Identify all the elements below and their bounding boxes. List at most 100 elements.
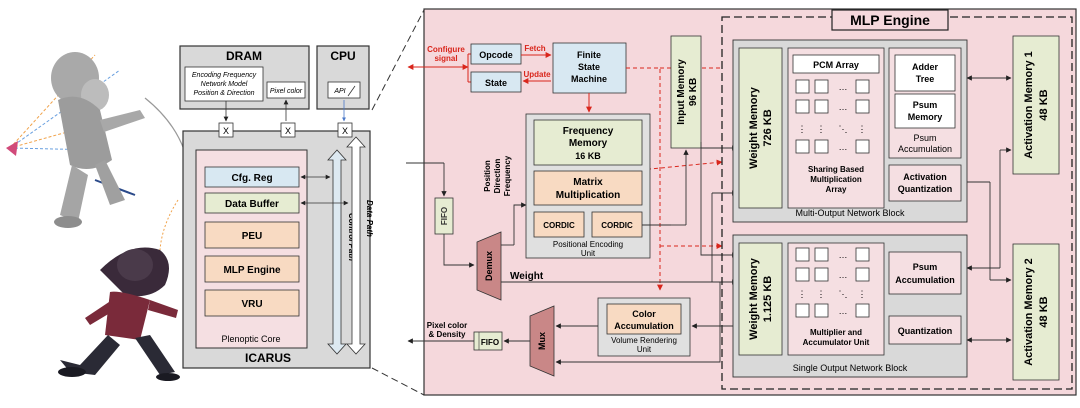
mac-label-1: Multiplier and bbox=[810, 328, 862, 337]
color-acc-label-1: Color bbox=[632, 309, 656, 319]
pixel-out-label-1: Pixel color bbox=[427, 321, 467, 330]
act-mem1-label-2: 48 KB bbox=[1038, 89, 1050, 120]
pcm-array-box bbox=[792, 54, 880, 74]
frequency-memory-label-1: Frequency bbox=[563, 126, 614, 137]
peu-title-2: Unit bbox=[581, 249, 596, 258]
act-quant-label-1: Activation bbox=[903, 172, 947, 182]
configure-label-1: Configure bbox=[427, 45, 465, 54]
act-mem1-label-1: Activation Memory 1 bbox=[1023, 51, 1035, 159]
state-block bbox=[470, 71, 522, 93]
fsm-block bbox=[552, 42, 627, 94]
runner-illustration bbox=[58, 247, 180, 381]
peu-label: PEU bbox=[242, 231, 263, 242]
mac-dots-h1: … bbox=[839, 250, 848, 260]
control-path-arrow bbox=[327, 149, 347, 355]
input-memory-block bbox=[670, 35, 702, 149]
peu-block bbox=[204, 221, 300, 249]
dir-label: Direction bbox=[493, 159, 502, 194]
cfg-reg-label: Cfg. Reg bbox=[231, 173, 272, 184]
update-label: Update bbox=[523, 70, 551, 79]
matrix-label-1: Matrix bbox=[573, 177, 603, 188]
api-box bbox=[327, 81, 361, 99]
mac-label-2: Accumulator Unit bbox=[803, 338, 870, 347]
vru-label: VRU bbox=[241, 299, 262, 310]
vru-title-2: Unit bbox=[637, 345, 652, 354]
quantization-label: Quantization bbox=[898, 326, 953, 336]
sharing-array-block bbox=[787, 47, 885, 209]
cordic-block-1 bbox=[533, 211, 585, 238]
psum-acc1-label-2: Accumulation bbox=[898, 144, 952, 154]
weight-memory-2-label-2: 1.125 KB bbox=[762, 276, 774, 323]
act-mem2-label-1: Activation Memory 2 bbox=[1023, 258, 1035, 366]
cordic-block-2 bbox=[591, 211, 643, 238]
data-buffer-block bbox=[204, 192, 300, 214]
freq-label: Frequency bbox=[503, 155, 512, 196]
frequency-memory-label-3: 16 KB bbox=[575, 151, 601, 161]
weight-label: Weight bbox=[510, 271, 544, 282]
pcm-dots-h2: … bbox=[839, 102, 848, 112]
cfg-reg-block bbox=[204, 166, 300, 188]
configure-label-2: signal bbox=[434, 54, 457, 63]
adder-tree-box bbox=[894, 54, 956, 92]
mac-dots-d: ⋱ bbox=[839, 289, 848, 299]
dram-storage-line2: Network Model bbox=[201, 81, 248, 88]
psum-memory-label-1: Psum bbox=[913, 100, 938, 110]
act-quant-label-2: Quantization bbox=[898, 184, 953, 194]
psum-acc2-label-1: Psum bbox=[913, 262, 938, 272]
dram-storage-box bbox=[184, 66, 264, 102]
weight-memory-2-label-1: Weight Memory bbox=[748, 257, 760, 340]
pcm-dots-v2: ⋮ bbox=[817, 124, 826, 134]
dram-interface-x2 bbox=[280, 122, 296, 138]
frequency-memory-label-2: Memory bbox=[569, 138, 608, 149]
dram-title: DRAM bbox=[226, 49, 262, 63]
psum-memory-label-2: Memory bbox=[908, 112, 943, 122]
mac-grid bbox=[795, 247, 870, 318]
cpu-title: CPU bbox=[330, 49, 355, 63]
x-mark-2: X bbox=[285, 126, 291, 136]
sharing-label-3: Array bbox=[826, 185, 847, 194]
vru-block bbox=[204, 289, 300, 317]
mac-dots-v1: ⋮ bbox=[798, 289, 807, 299]
opcode-label: Opcode bbox=[479, 50, 513, 60]
mlp-engine-title: MLP Engine bbox=[850, 12, 930, 28]
fsm-label-2: State bbox=[578, 62, 600, 72]
pcm-dots-h3: … bbox=[839, 142, 848, 152]
psum-acc2-label-2: Accumulation bbox=[895, 275, 955, 285]
dram-storage-line3: Position & Direction bbox=[193, 90, 254, 97]
mac-dots-h3: … bbox=[839, 306, 848, 316]
psum-memory-box bbox=[894, 93, 956, 129]
peu-title-1: Positional Encoding bbox=[553, 240, 623, 249]
color-accumulation-block bbox=[606, 303, 682, 335]
pcm-array-grid bbox=[795, 79, 870, 154]
activation-memory-1 bbox=[1012, 35, 1060, 175]
sharing-label-1: Sharing Based bbox=[808, 165, 864, 174]
fetch-label: Fetch bbox=[524, 44, 545, 53]
vru-title-1: Volume Rendering bbox=[611, 336, 677, 345]
api-label: API bbox=[333, 88, 345, 95]
mux bbox=[529, 305, 555, 377]
dram-interface-x1 bbox=[218, 122, 234, 138]
frequency-memory-block bbox=[533, 119, 643, 166]
fsm-label-3: Machine bbox=[571, 74, 607, 84]
quantization-block bbox=[888, 315, 962, 345]
x-mark-1: X bbox=[223, 126, 229, 136]
fsm-label-1: Finite bbox=[577, 50, 601, 60]
demux bbox=[476, 231, 502, 301]
opcode-block bbox=[470, 43, 522, 65]
matrix-label-2: Multiplication bbox=[556, 190, 620, 201]
cpu-block bbox=[316, 45, 370, 110]
pixel-color-box bbox=[266, 81, 306, 99]
state-label: State bbox=[485, 78, 507, 88]
pcm-dots-d: ⋱ bbox=[839, 124, 848, 134]
pixel-color-label: Pixel color bbox=[270, 88, 303, 95]
weight-memory-1 bbox=[738, 47, 783, 209]
data-buffer-label: Data Buffer bbox=[225, 199, 279, 210]
weight-memory-2 bbox=[738, 242, 783, 356]
input-memory-label-1: Input Memory bbox=[676, 59, 687, 125]
control-path-label: Control Path bbox=[347, 213, 356, 261]
mac-unit-block bbox=[787, 242, 885, 356]
data-path-label: Data Path bbox=[365, 200, 374, 237]
act-mem2-label-2: 48 KB bbox=[1038, 296, 1050, 327]
pcm-dots-v3: ⋮ bbox=[858, 124, 867, 134]
mac-dots-v2: ⋮ bbox=[817, 289, 826, 299]
